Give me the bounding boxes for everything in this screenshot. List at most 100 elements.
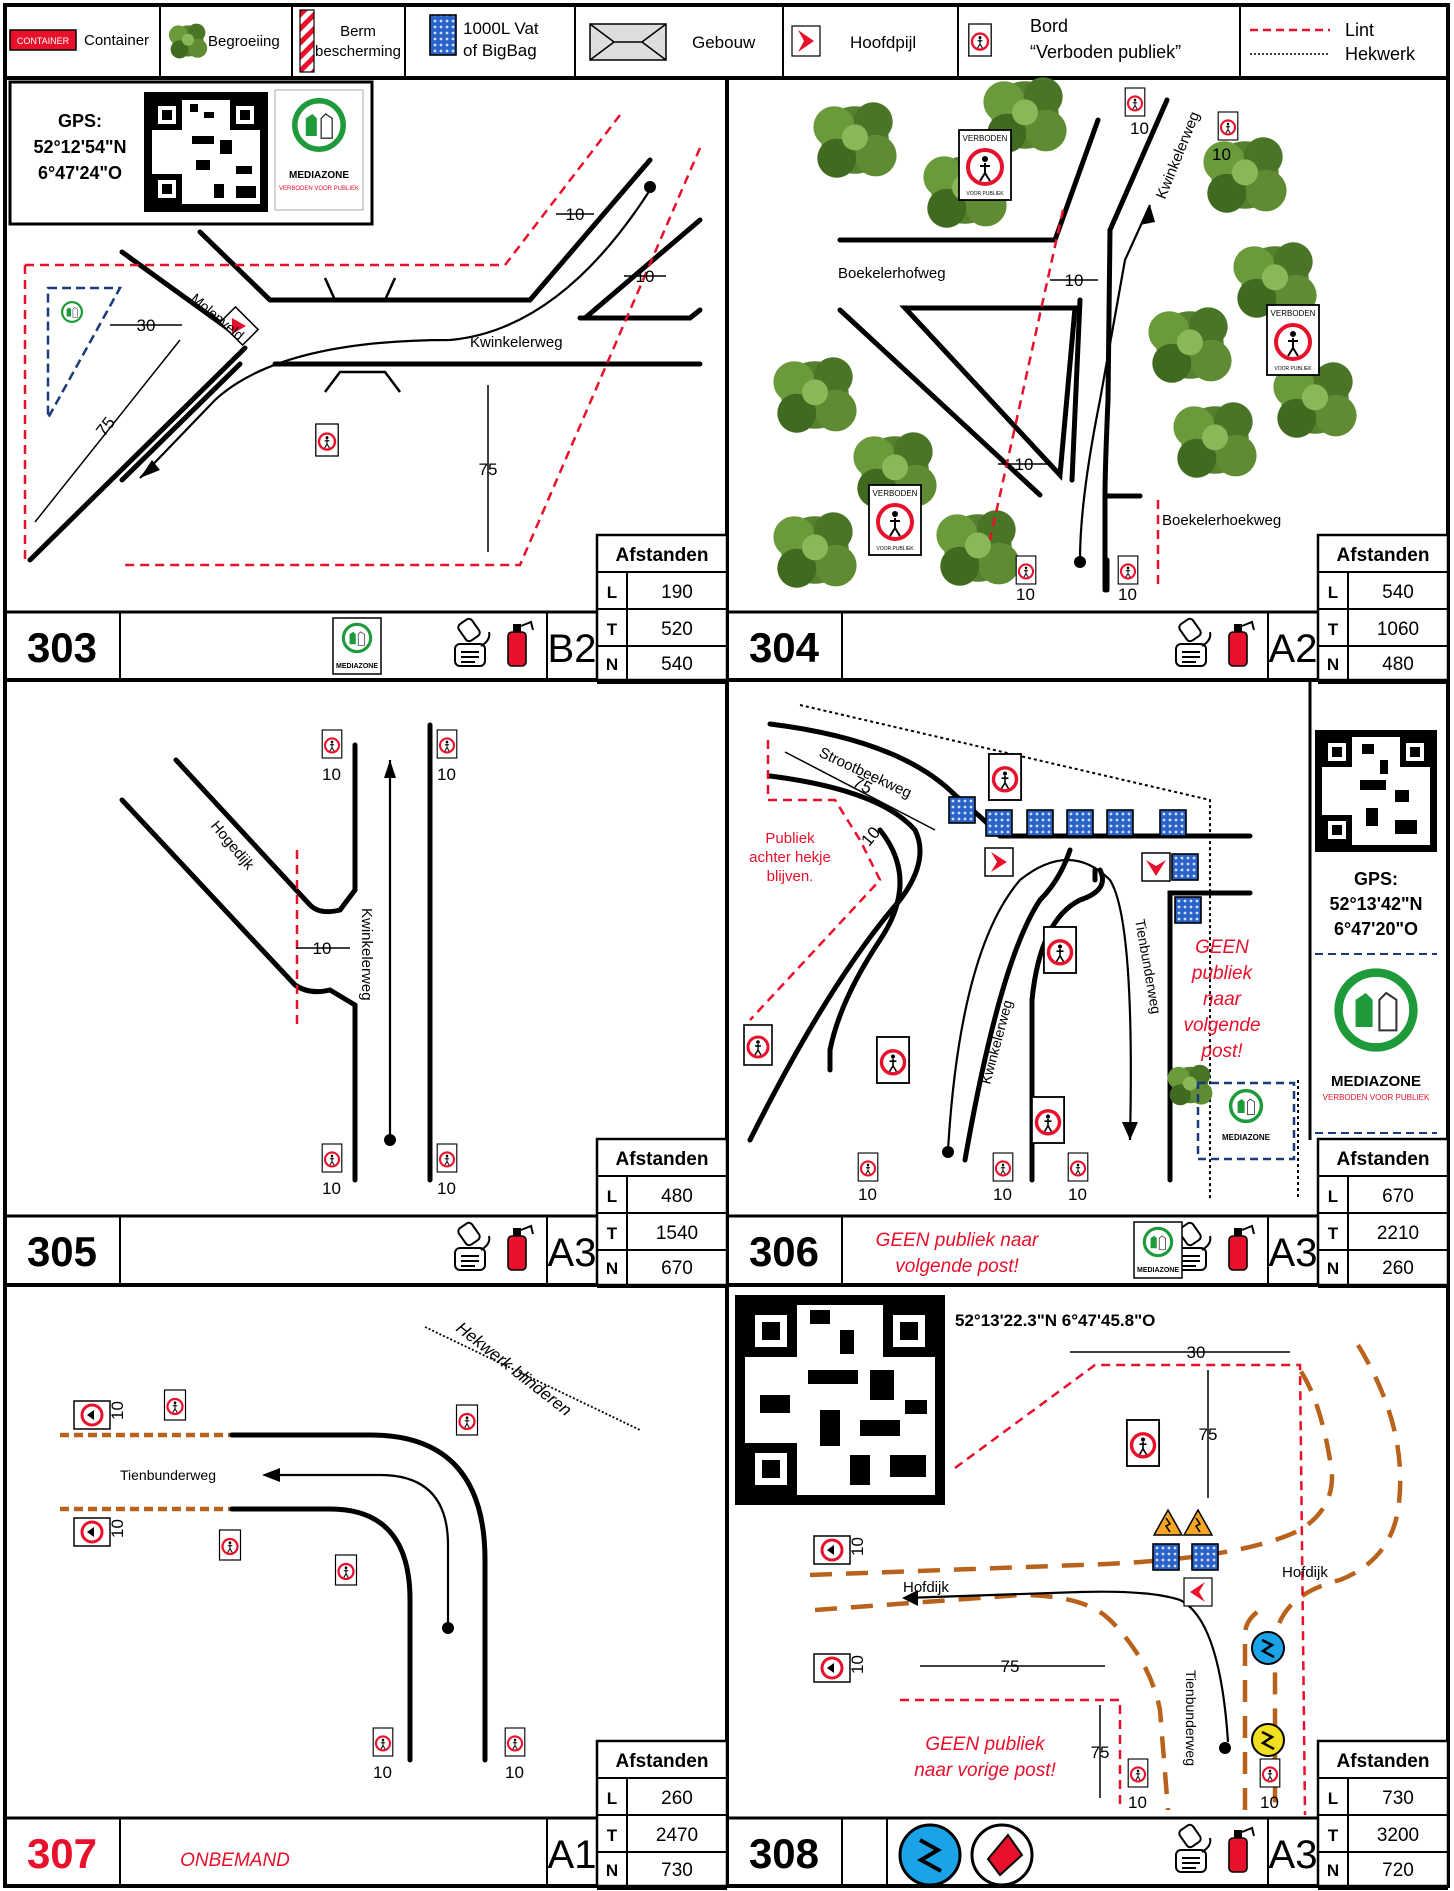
svg-text:10: 10 [857,823,884,850]
legend-building: Gebouw [589,23,756,61]
distance-labels: 10 10 10 10 [108,1401,524,1782]
svg-text:10: 10 [1065,271,1084,290]
road-label-kwinkelerweg: Kwinkelerweg [358,908,375,1001]
svg-text:VERBODEN: VERBODEN [963,134,1008,143]
grid-reference: A2 [1269,627,1318,671]
svg-text:10: 10 [1068,1185,1087,1204]
fire-extinguisher-icon [1228,1225,1255,1271]
blue-round-icon [1251,1631,1285,1665]
distance-key-n: N [606,1259,618,1278]
mediazone-area [46,286,123,423]
road-label-boekelerhofweg: Boekelerhofweg [838,265,946,282]
road-label-hogedijk: Hogedijk [207,818,258,874]
qr-code-icon [144,92,268,212]
distance-key-n: N [1327,1861,1339,1880]
fire-extinguisher-icon [507,621,534,667]
radio-phone-icon [1175,1822,1212,1873]
mediazone-label: MEDIAZONE [1331,1073,1421,1090]
red-instruction-large: GEEN publiek naar volgende post! [1183,937,1260,1062]
svg-text:10: 10 [322,765,341,784]
tape-line [988,209,1065,541]
distance-key-t: T [1328,620,1339,639]
road-network [119,722,433,1183]
route-line [139,189,651,479]
svg-text:10: 10 [313,939,332,958]
svg-text:Publiek: Publiek [765,830,815,847]
post-note-line2: volgende post! [895,1256,1019,1277]
distance-key-l: L [607,1187,617,1206]
distance-key-l: L [607,583,617,602]
road-label-kwinkelerweg: Kwinkelerweg [1153,109,1203,201]
svg-text:10: 10 [108,1519,127,1538]
road-label-hofdijk-2: Hofdijk [1282,1564,1328,1581]
distance-value-n: 730 [661,1860,693,1881]
mediazone-sublabel: VERBODEN VOOR PUBLIEK [1323,1093,1430,1102]
svg-text:75: 75 [1199,1425,1218,1444]
distances-title: Afstanden [616,545,709,566]
no-overtaking-signs [73,1400,111,1547]
post-307: Hekwerk blinderen 10 10 10 10 Tienbunder… [60,1318,641,1782]
grid-reference: A3 [548,1231,597,1275]
svg-text:10: 10 [1130,119,1149,138]
route-line [1078,204,1152,561]
legend-vat-line1: 1000L Vat [463,19,539,38]
red-instruction: GEEN publiek naar vorige post! [914,1734,1056,1781]
distance-value-t: 520 [661,619,693,640]
mediazone-icon [341,622,373,654]
distance-value-t: 1060 [1377,619,1419,640]
mediazone-area-icon [60,300,84,324]
tape-line [954,1363,1307,1816]
distance-key-t: T [607,1224,618,1243]
post-number: 306 [749,1228,819,1275]
gps-label: GPS: [58,111,102,131]
road-label-kwinkelerweg: Kwinkelerweg [470,334,563,351]
ribbon-line [60,1432,232,1512]
svg-text:30: 30 [137,316,156,335]
legend-main-arrow: Hoofdpijl [791,25,916,57]
no-public-sign-icon [967,22,993,58]
yellow-round-icon [1251,1723,1285,1757]
post-number: 303 [27,624,97,671]
distances-title: Afstanden [1337,1149,1430,1170]
svg-text:VOOR PUBLIEK: VOOR PUBLIEK [876,546,914,552]
svg-text:30: 30 [1187,1343,1206,1362]
legend-fence-label: Hekwerk [1345,44,1416,64]
svg-text:10: 10 [505,1763,524,1782]
distance-labels: 10 10 10 10 10 10 [998,119,1231,604]
mediazone-sublabel: VERBODEN VOOR PUBLIEK [279,186,359,192]
svg-text:VOOR PUBLIEK: VOOR PUBLIEK [966,191,1004,197]
legend-vegetation-label: Begroeiing [208,33,280,50]
route-line [904,1590,1230,1743]
legend-tape-label: Lint [1345,20,1374,40]
ribbon-line [1272,1343,1403,1810]
red-flag-round-icon [970,1823,1034,1887]
svg-text:blijven.: blijven. [767,868,814,885]
distance-key-l: L [1328,583,1338,602]
post-304: VERBODEN VOOR PUBLIEK VERBODEN VOOR PUBL… [773,77,1357,604]
building-outline-1 [323,277,397,302]
distance-value-t: 2470 [656,1825,698,1846]
svg-text:naar vorige post!: naar vorige post! [914,1760,1056,1781]
distance-key-l: L [1328,1789,1338,1808]
svg-text:10: 10 [1212,145,1231,164]
svg-text:75: 75 [479,460,498,479]
building-outline-2 [324,370,401,393]
hazard-icon [1182,1508,1214,1536]
post-303: GPS: 52°12'54"N 6°47'24"O MEDIAZONE VERB… [8,80,703,567]
legend-vat: 1000L Vat of BigBag [429,14,539,60]
legend-vegetation: Begroeiing [168,23,280,59]
road-label-boekelerhoekweg: Boekelerhoekweg [1162,512,1281,529]
distance-key-t: T [1328,1826,1339,1845]
berm-icon [299,9,315,73]
legend-berm-line2: bescherming [315,43,401,60]
distance-value-l: 480 [661,1186,693,1207]
svg-text:volgende: volgende [1183,1015,1260,1036]
post-note: ONBEMAND [180,1850,290,1871]
post-306: 10 10 10 75 10 MEDIAZONE Strootbeekweg K… [742,680,1437,1204]
svg-text:10: 10 [1015,455,1034,474]
